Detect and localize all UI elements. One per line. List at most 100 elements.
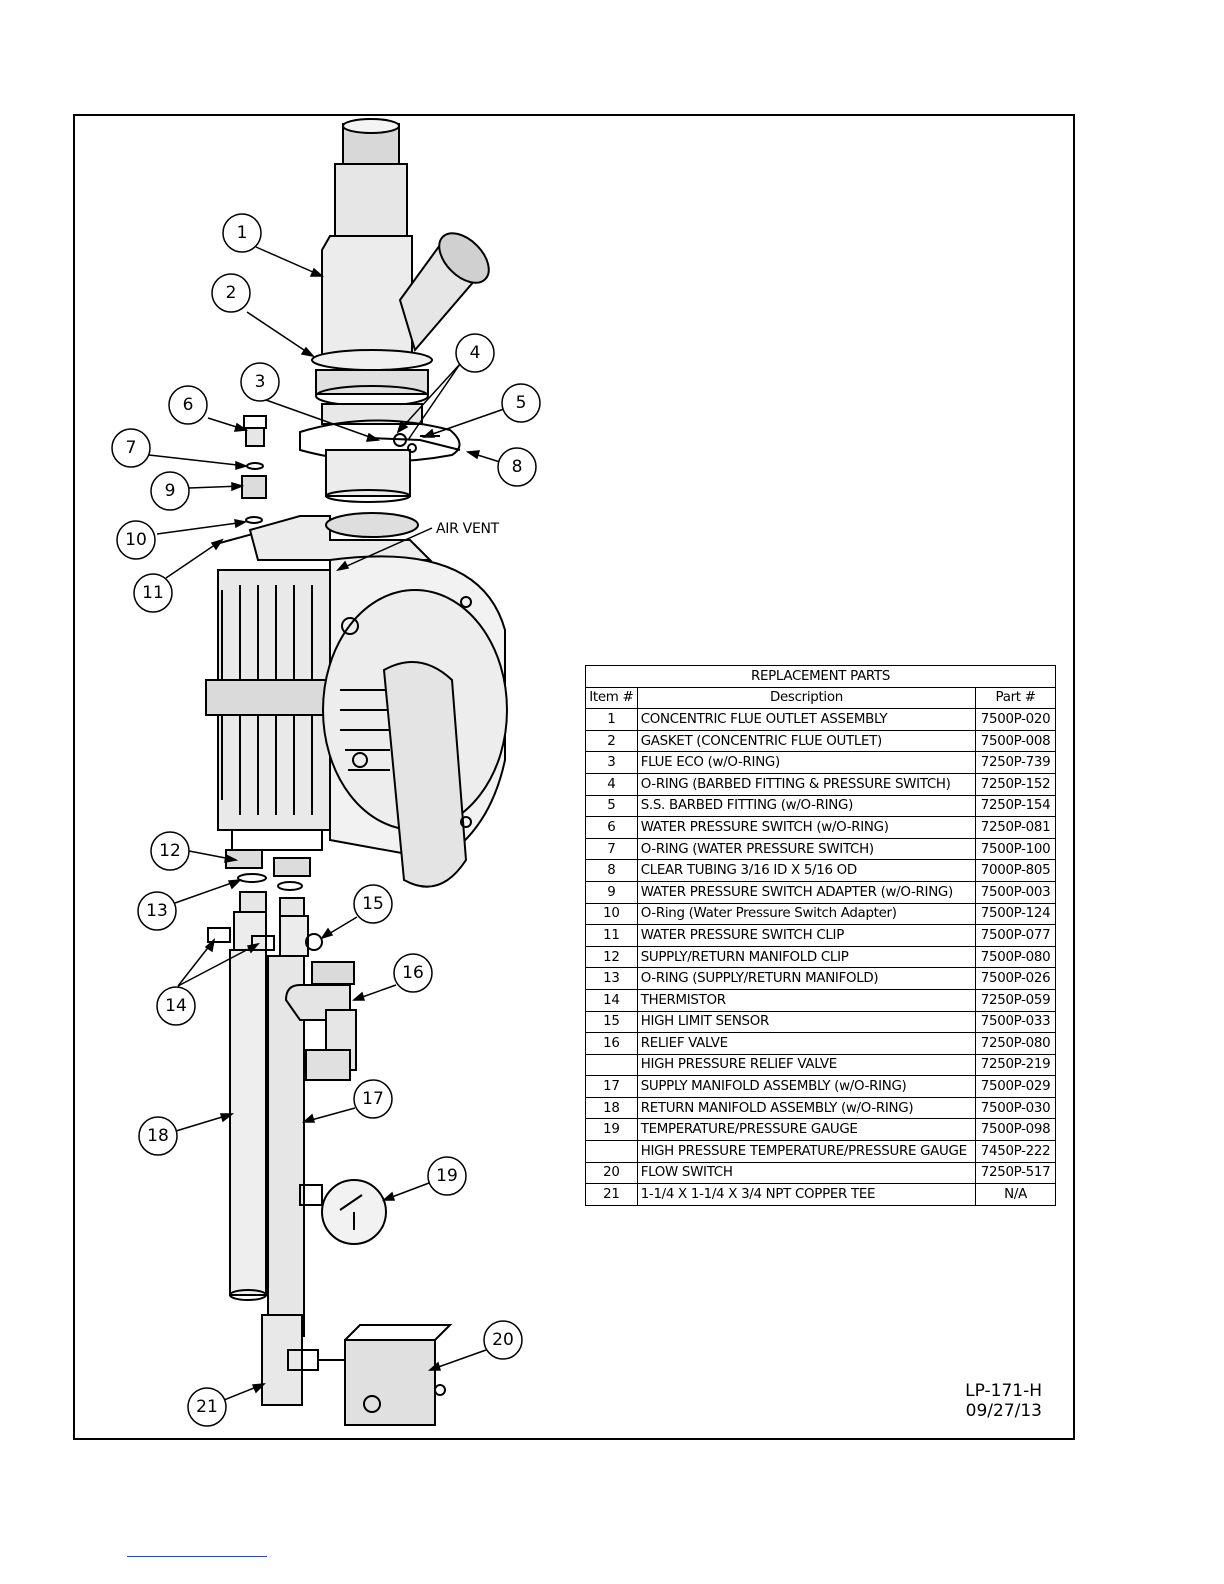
flue-outlet-drawing bbox=[299, 118, 490, 503]
cell-part: 7500P-026 bbox=[975, 967, 1056, 990]
cell-part: 7250P-080 bbox=[975, 1032, 1056, 1055]
replacement-parts-table: REPLACEMENT PARTS Item # Description Par… bbox=[585, 665, 1056, 1206]
callout-number: 21 bbox=[196, 1397, 218, 1417]
callout-3: 3 bbox=[240, 362, 280, 402]
header-part: Part # bbox=[975, 686, 1056, 710]
cell-item: 6 bbox=[585, 816, 638, 839]
cell-part: 7500P-029 bbox=[975, 1075, 1056, 1098]
cell-description: TEMPERATURE/PRESSURE GAUGE bbox=[636, 1118, 977, 1142]
callout-number: 3 bbox=[255, 372, 266, 392]
cell-item: 2 bbox=[585, 729, 638, 753]
callout-8: 8 bbox=[497, 447, 537, 487]
cell-item: 20 bbox=[585, 1161, 638, 1185]
callout-number: 1 bbox=[237, 223, 248, 243]
cell-description: WATER PRESSURE SWITCH (w/O-RING) bbox=[636, 816, 977, 839]
cell-item: 5 bbox=[585, 794, 638, 818]
leader-lines bbox=[148, 246, 505, 1401]
callout-number: 9 bbox=[165, 481, 176, 501]
callout-number: 19 bbox=[436, 1166, 458, 1186]
cell-part: 7250P-152 bbox=[975, 772, 1056, 796]
cell-description: GASKET (CONCENTRIC FLUE OUTLET) bbox=[636, 729, 977, 753]
cell-part: 7250P-517 bbox=[975, 1161, 1056, 1185]
callout-bubbles: 1 2 3 4 5 6 7 8 9 10 11 12 13 14 15 16 1… bbox=[111, 213, 541, 1427]
cell-item: 4 bbox=[585, 772, 638, 796]
callout-9: 9 bbox=[150, 471, 190, 511]
cell-description: CONCENTRIC FLUE OUTLET ASSEMBLY bbox=[636, 708, 977, 731]
callout-11: 11 bbox=[133, 573, 173, 613]
cell-description: O-RING (SUPPLY/RETURN MANIFOLD) bbox=[636, 967, 977, 990]
table-row: HIGH PRESSURE TEMPERATURE/PRESSURE GAUGE… bbox=[585, 1140, 1056, 1163]
cell-item: 11 bbox=[585, 924, 638, 947]
callout-number: 14 bbox=[165, 996, 187, 1016]
callout-19: 19 bbox=[427, 1156, 467, 1196]
cell-item: 12 bbox=[585, 945, 638, 969]
cell-description: HIGH PRESSURE TEMPERATURE/PRESSURE GAUGE bbox=[636, 1140, 977, 1163]
callout-number: 2 bbox=[226, 283, 237, 303]
callout-16: 16 bbox=[393, 953, 433, 993]
cell-part: 7500P-003 bbox=[975, 880, 1056, 904]
table-title: REPLACEMENT PARTS bbox=[585, 665, 1056, 688]
cell-item: 7 bbox=[585, 837, 638, 861]
callout-4: 4 bbox=[455, 333, 495, 373]
cell-description: S.S. BARBED FITTING (w/O-RING) bbox=[636, 794, 977, 818]
cell-description: O-Ring (Water Pressure Switch Adapter) bbox=[636, 902, 977, 926]
callout-15: 15 bbox=[353, 884, 393, 924]
cell-item: 17 bbox=[585, 1075, 638, 1098]
callout-13: 13 bbox=[137, 891, 177, 931]
callout-number: 5 bbox=[516, 393, 527, 413]
cell-description: WATER PRESSURE SWITCH CLIP bbox=[636, 924, 977, 947]
callout-number: 12 bbox=[159, 841, 181, 861]
callout-10: 10 bbox=[116, 520, 156, 560]
callout-number: 11 bbox=[142, 583, 164, 603]
footer-link-underline bbox=[127, 1556, 267, 1557]
cell-description: RELIEF VALVE bbox=[636, 1032, 977, 1055]
cell-item: 19 bbox=[585, 1118, 638, 1142]
callout-14: 14 bbox=[156, 986, 196, 1026]
callout-7: 7 bbox=[111, 428, 151, 468]
cell-part: 7500P-124 bbox=[975, 902, 1056, 926]
cell-part: 7500P-100 bbox=[975, 837, 1056, 861]
callout-number: 10 bbox=[125, 530, 147, 550]
cell-description: O-RING (BARBED FITTING & PRESSURE SWITCH… bbox=[636, 772, 977, 796]
cell-part: 7450P-222 bbox=[975, 1140, 1056, 1163]
manifold-drawing bbox=[207, 849, 453, 1426]
callout-number: 8 bbox=[512, 457, 523, 477]
callout-number: 17 bbox=[362, 1089, 384, 1109]
callout-number: 4 bbox=[470, 343, 481, 363]
callout-number: 13 bbox=[146, 901, 168, 921]
callout-21: 21 bbox=[187, 1387, 227, 1427]
cell-description: THERMISTOR bbox=[636, 988, 977, 1012]
cell-item: 9 bbox=[585, 880, 638, 904]
callout-12: 12 bbox=[150, 831, 190, 871]
air-vent-label: AIR VENT bbox=[436, 521, 500, 537]
cell-item: 21 bbox=[585, 1183, 638, 1206]
cell-part: 7500P-030 bbox=[975, 1096, 1056, 1120]
drawing-number: LP-171-H bbox=[965, 1381, 1042, 1401]
cell-description: HIGH LIMIT SENSOR bbox=[636, 1010, 977, 1034]
cell-item: 8 bbox=[585, 859, 638, 882]
drawing-frame bbox=[73, 114, 1075, 1440]
callout-20: 20 bbox=[483, 1320, 523, 1360]
callout-number: 20 bbox=[492, 1330, 514, 1350]
cell-part: 7250P-059 bbox=[975, 988, 1056, 1012]
callout-6: 6 bbox=[168, 385, 208, 425]
cell-part: 7500P-080 bbox=[975, 945, 1056, 969]
cell-part: 7500P-077 bbox=[975, 924, 1056, 947]
callout-number: 6 bbox=[183, 395, 194, 415]
cell-item: 16 bbox=[585, 1032, 638, 1055]
callout-5: 5 bbox=[501, 383, 541, 423]
